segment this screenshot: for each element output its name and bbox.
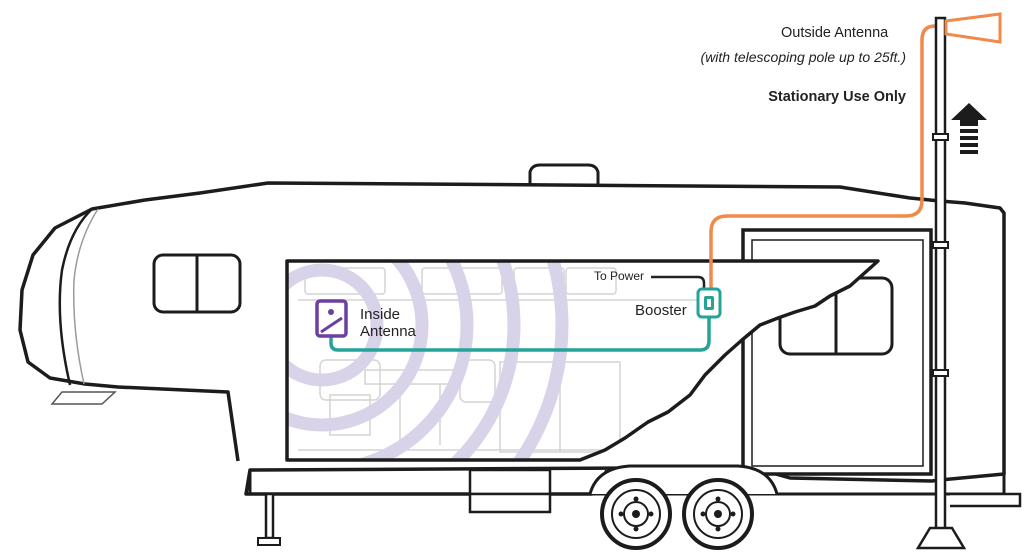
outside-antenna-label: Outside Antenna <box>781 25 889 41</box>
front-cap <box>58 208 93 386</box>
stationary-use-label: Stationary Use Only <box>768 89 906 105</box>
storage-bay-step <box>468 492 552 514</box>
panel-antenna-icon <box>315 299 348 338</box>
front-cap-inner <box>72 208 99 385</box>
outdoor-cable <box>709 24 944 289</box>
rear-bumper <box>950 492 1022 508</box>
booster-label: Booster <box>635 302 687 319</box>
power-cable <box>651 275 706 289</box>
inside-antenna-label: Inside Antenna <box>360 306 416 340</box>
jack-foot <box>257 537 281 546</box>
door-inner-frame <box>751 239 924 467</box>
indoor-cable <box>329 318 711 352</box>
cutaway-interior <box>285 259 880 462</box>
storage-bay <box>468 468 552 496</box>
to-power-label: To Power <box>594 269 645 283</box>
wheel-front <box>600 478 672 550</box>
wheel-rear <box>682 478 754 550</box>
up-arrow-icon <box>951 103 987 154</box>
pole-note-label: (with telescoping pole up to 25ft.) <box>700 49 906 65</box>
signal-waves <box>287 261 569 460</box>
landing-jack <box>264 492 275 540</box>
signal-booster-icon <box>696 287 722 319</box>
kingpin <box>50 391 117 405</box>
roof-ac-unit <box>528 163 600 187</box>
telescoping-pole <box>915 16 967 550</box>
yagi-antenna-icon <box>944 12 1002 44</box>
